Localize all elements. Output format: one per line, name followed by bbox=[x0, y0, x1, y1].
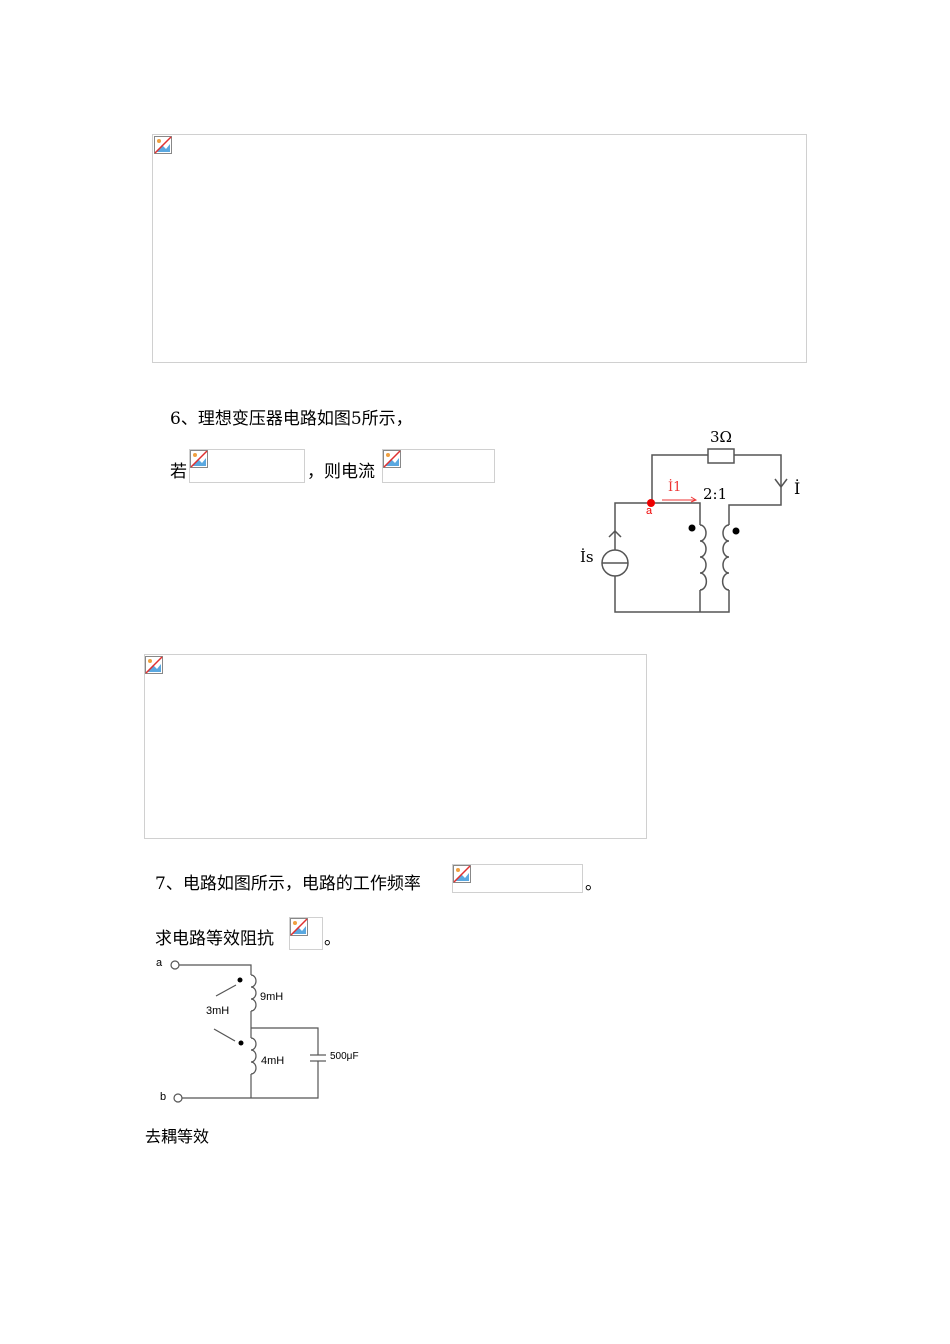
secondary-coil bbox=[721, 524, 730, 591]
ratio-label: 2:1 bbox=[703, 485, 728, 503]
mutual-label: 3mH bbox=[206, 1005, 230, 1017]
broken-image-icon bbox=[452, 864, 472, 884]
q6-then: ，则电流 bbox=[307, 462, 375, 482]
source-label: İs bbox=[580, 548, 594, 566]
current-i1-label: İ1 bbox=[668, 480, 682, 495]
coupled-inductor-circuit bbox=[170, 960, 326, 1103]
node-a bbox=[647, 499, 655, 507]
broken-image-icon bbox=[153, 135, 173, 155]
capacitor-label: 500μF bbox=[330, 1051, 359, 1062]
current-i-label: İ bbox=[794, 479, 801, 498]
broken-image-icon bbox=[144, 655, 164, 675]
primary-coil bbox=[699, 524, 708, 591]
q7-period2: 。 bbox=[324, 929, 341, 949]
resistor-label: 3Ω bbox=[710, 428, 732, 446]
resistor bbox=[707, 448, 735, 464]
broken-image-icon bbox=[289, 917, 309, 937]
answer-box-4 bbox=[289, 917, 323, 950]
decoupling-note: 去耦等效 bbox=[145, 1127, 210, 1146]
q7-period: 。 bbox=[585, 874, 602, 894]
question-6-title: 6、理想变压器电路如图5所示， bbox=[170, 409, 413, 429]
answer-box-3 bbox=[452, 864, 583, 893]
answer-box-2 bbox=[382, 449, 495, 483]
broken-image-icon bbox=[189, 449, 209, 469]
terminal-a: a bbox=[156, 957, 163, 969]
q6-if: 若 bbox=[170, 462, 187, 482]
broken-image-placeholder-1 bbox=[152, 134, 807, 363]
broken-image-icon bbox=[382, 449, 402, 469]
answer-box-1 bbox=[189, 449, 305, 483]
node-a-label: a bbox=[646, 505, 653, 517]
q7-ask: 求电路等效阻抗 bbox=[155, 929, 274, 949]
question-7-title: 7、电路如图所示，电路的工作频率 bbox=[155, 874, 421, 894]
l2-label: 4mH bbox=[261, 1055, 285, 1067]
transformer-circuit bbox=[601, 448, 788, 613]
broken-image-placeholder-2 bbox=[144, 654, 647, 839]
l1-label: 9mH bbox=[260, 991, 284, 1003]
terminal-b: b bbox=[160, 1091, 167, 1103]
